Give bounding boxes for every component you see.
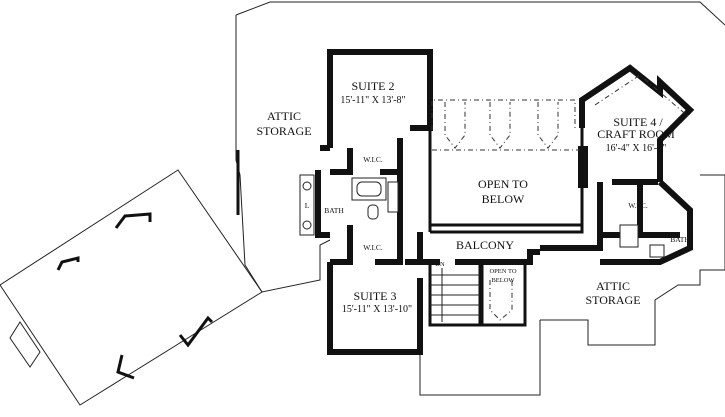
roof-outline-bottom (330, 320, 541, 396)
sink-icon (302, 181, 312, 191)
suite-3-dims: 15'-11" X 13'-10" (342, 304, 412, 315)
stair-dormer (489, 280, 513, 321)
staircase (428, 262, 527, 327)
vanity (649, 244, 665, 258)
garage-outline (0, 169, 263, 406)
bathtub-basin (356, 181, 382, 197)
suite-4-ceiling (594, 74, 691, 119)
wic-top-label: W.I.C. (363, 155, 383, 164)
suite-4-label-2: CRAFT ROOM (597, 127, 675, 141)
bath-left-label: BATH (324, 206, 344, 215)
suite-2-walls (320, 49, 433, 151)
left-suite-block-walls (315, 138, 423, 355)
shower-stall (619, 224, 639, 248)
balcony-label: BALCONY (456, 238, 514, 252)
suite-4-label-1: SUITE 4 / (613, 115, 663, 129)
fireplace-chimney (578, 146, 588, 188)
wic-bottom-label: W.I.C. (363, 243, 383, 252)
toilet-icon (367, 204, 379, 220)
attic-right-label-1: ATTIC (596, 279, 630, 293)
suite-2-dims: 15'-11" X 13'-8" (340, 95, 405, 106)
roof-outline-left (235, 15, 331, 293)
open-to-below-label-2: BELOW (482, 192, 525, 206)
roof-outline-right (540, 174, 725, 346)
suite-4-dims: 16'-4" X 16'-1" (606, 143, 667, 154)
suite-3-label: SUITE 3 (354, 289, 397, 303)
sink-icon (302, 220, 312, 230)
dormer-lines (431, 99, 580, 151)
open-to-below-stair-1: OPEN TO (489, 268, 516, 275)
stair-down-label: DN (435, 261, 445, 268)
wic-right-label: W.I.C. (628, 201, 648, 210)
open-to-below-stair-2: BELOW (491, 277, 515, 284)
attic-left-label-2: STORAGE (256, 124, 311, 138)
bath-vanity (299, 174, 315, 236)
attic-right-label-2: STORAGE (585, 293, 640, 307)
attic-left-label-1: ATTIC (267, 109, 301, 123)
suite-4-walls (579, 64, 695, 265)
shower-stall (387, 181, 399, 213)
open-to-below-label-1: OPEN TO (478, 177, 528, 191)
linen-label: L (305, 201, 310, 210)
suite-2-label: SUITE 2 (352, 79, 395, 93)
bath-right-label: BATH (670, 235, 690, 244)
roof-outline-top (235, 1, 725, 26)
open-to-below-area (428, 128, 588, 234)
